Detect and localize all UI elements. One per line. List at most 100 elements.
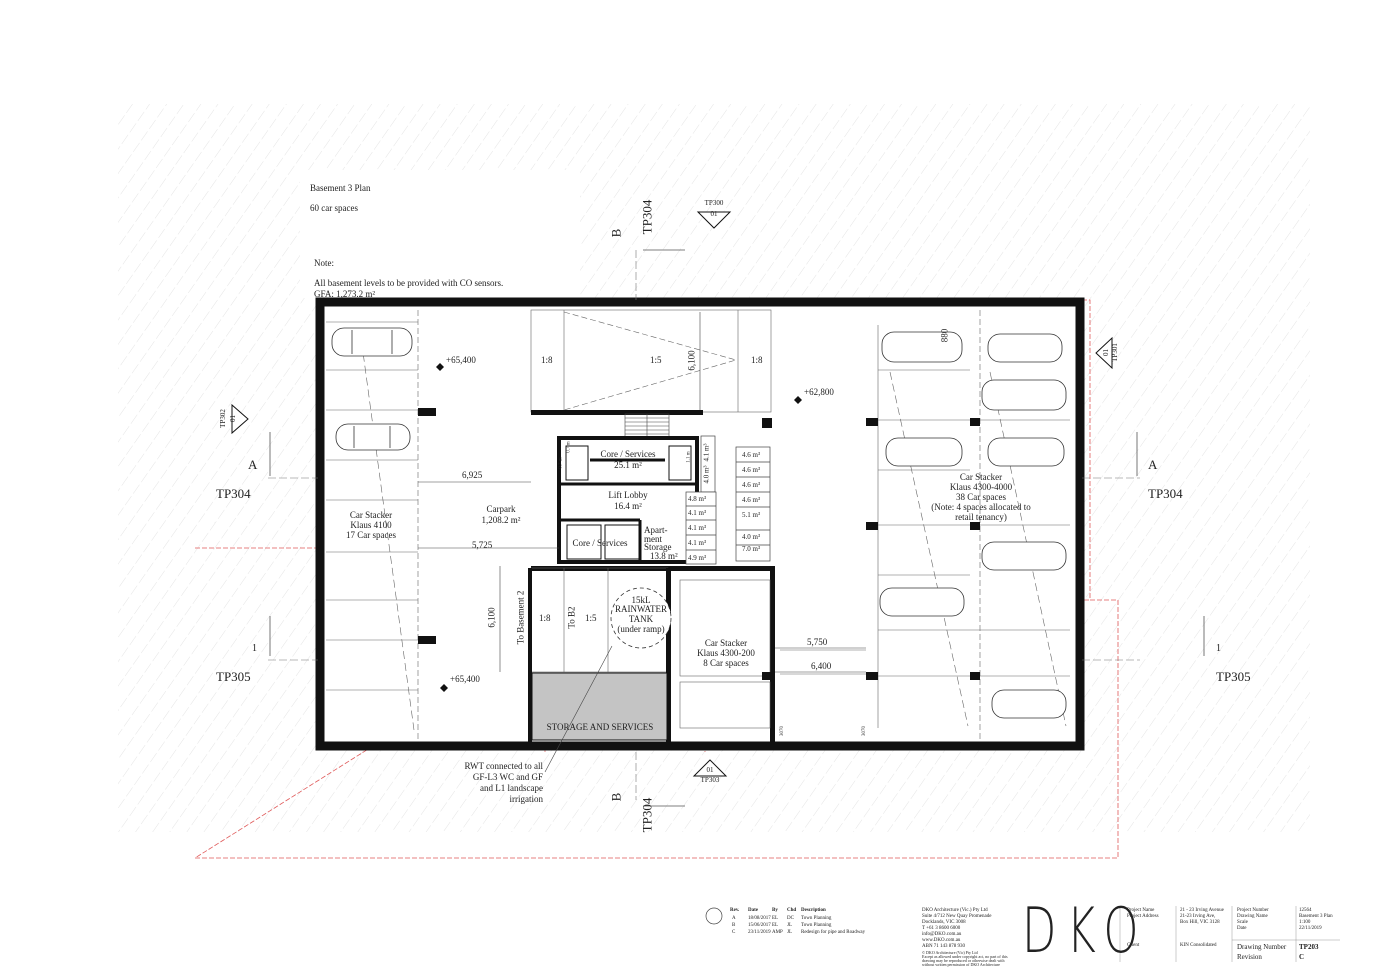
section-b-top-letter: B — [608, 228, 624, 238]
rwt-note-2: GF-L3 WC and GF — [472, 772, 543, 782]
level-2: +62,800 — [804, 387, 834, 397]
mid-stacker-label-1: Car Stacker — [704, 638, 748, 648]
rev-header-date: Date — [748, 908, 758, 913]
marker-tp301 — [1095, 336, 1113, 370]
car-right-5 — [987, 437, 1065, 467]
rev-header-by: By — [772, 908, 778, 913]
room-core-services-bottom: Core / Services — [572, 538, 628, 548]
cage-c3-7: 7.0 m³ — [742, 545, 761, 553]
firm-line-2: Suite 4/712 New Quay Promenade — [922, 914, 992, 919]
section-a-right-letter: A — [1148, 457, 1158, 472]
client-name: KIN Consolidated — [1180, 943, 1217, 948]
cage-c1-1: 4.1 m³ — [702, 443, 711, 462]
room-storage-services: STORAGE AND SERVICES — [546, 722, 654, 732]
left-stacker-label-2: Klaus 4100 — [350, 520, 392, 530]
project-number-label: Project Number — [1237, 908, 1269, 913]
storage-cages — [685, 435, 771, 565]
dim-6100-top: 6,100 — [686, 350, 697, 371]
ramp-grade-5: 1:5 — [585, 613, 597, 623]
section-tp305-left: TP305 — [216, 669, 251, 684]
copyright-1: © DKO Architecture (Vic) Pty Ltd — [922, 950, 978, 955]
marker-tp303 — [692, 759, 728, 777]
tank-label-1: 15kL — [631, 595, 651, 605]
dim-5750: 5,750 — [807, 637, 828, 647]
level-markers — [436, 363, 802, 692]
project-address-label: Project Address — [1127, 914, 1159, 919]
ramp-grade-2: 1:5 — [650, 355, 662, 365]
project-number: 12564 — [1299, 908, 1312, 913]
project-address-1: 21-23 Irving Ave, — [1180, 914, 1216, 919]
storage-services-block — [531, 672, 668, 741]
rev-a-chd: DC — [787, 916, 794, 921]
site-boundary-red — [193, 299, 1119, 859]
dim-5725: 5,725 — [472, 540, 493, 550]
room-apartment-storage-2: ment — [644, 534, 662, 544]
section-lines — [268, 250, 1140, 800]
tank-label-4: (under ramp) — [617, 624, 665, 634]
section-1-left-number: 1 — [252, 643, 257, 654]
dim-07-a: 0.7 m — [558, 457, 564, 469]
drawing-name: Basement 3 Plan — [1299, 914, 1333, 919]
rev-a-rev: A — [732, 916, 736, 921]
rwt-note-1: RWT connected to all — [464, 761, 543, 771]
dim-880: 880 — [939, 328, 950, 343]
drawing-number: TP203 — [1299, 943, 1319, 951]
dimension-lines — [418, 312, 866, 673]
left-stacker-label-3: 17 Car spaces — [346, 530, 396, 540]
copyright-2: Except as allowed under copyright act, n… — [922, 954, 1008, 959]
dim-6100-left: 6,100 — [486, 607, 497, 628]
right-stacker-label-1: Car Stacker — [959, 472, 1003, 482]
section-1-right-number: 1 — [1216, 643, 1221, 654]
section-tp304-top: TP304 — [639, 199, 655, 235]
room-apartment-storage-area: 13.8 m² — [650, 551, 678, 561]
scale-label: Scale — [1237, 920, 1248, 925]
rev-a-desc: Town Planning — [801, 916, 832, 921]
left-car-stacker — [326, 310, 419, 740]
marker-tp301-label: TP301 — [1110, 343, 1119, 362]
rev-c-date: 23/11/2019 — [748, 930, 771, 935]
ramp-to-basement2: To Basement 2 — [515, 590, 526, 645]
copyright-3: drawing may be reproduced or otherwise d… — [922, 958, 1005, 963]
cage-c3-6: 4.0 m³ — [742, 533, 761, 541]
copyright-4: without written permission of DKO Archit… — [922, 962, 1000, 967]
date-label: Date — [1237, 926, 1247, 931]
rainwater-tank — [610, 587, 672, 649]
rev-a-by: EL — [772, 916, 779, 921]
car-right-8 — [991, 689, 1067, 719]
marker-tp300 — [696, 211, 732, 229]
scale-value: 1:100 — [1299, 920, 1311, 925]
marker-tp303-number: 01 — [706, 766, 714, 774]
cage-c2-2: 4.1 m³ — [688, 509, 707, 517]
drawing-name-label: Drawing Name — [1237, 914, 1268, 919]
left-stacker-label-1: Car Stacker — [349, 510, 393, 520]
ramp-to-b2: To B2 — [566, 606, 577, 629]
note-label: Note: — [314, 258, 334, 268]
dim-3070-a: 3070 — [780, 726, 785, 736]
car-spaces-count: 60 car spaces — [310, 203, 358, 213]
dim-11: 1.1 m — [686, 451, 692, 463]
marker-tp302-number: 01 — [229, 415, 237, 422]
car-right-7 — [879, 587, 965, 617]
cage-c3-2: 4.6 m³ — [742, 466, 761, 474]
right-stacker-label-3: 38 Car spaces — [956, 492, 1006, 502]
plan-title: Basement 3 Plan — [310, 183, 371, 193]
date-value: 22/11/2019 — [1299, 926, 1322, 931]
marker-tp300-label: TP300 — [704, 199, 724, 207]
rwt-note-3: and L1 landscape — [480, 783, 543, 793]
section-tp304-left: TP304 — [216, 486, 251, 501]
room-apartment-storage-3: Storage — [644, 542, 672, 552]
revision-label: Revision — [1237, 953, 1262, 961]
room-carpark: Carpark — [486, 504, 516, 514]
marker-tp303-label: TP303 — [700, 776, 720, 784]
car-left-1 — [331, 327, 413, 357]
right-stacker-label-5: retail tenancy) — [955, 512, 1007, 522]
rev-c-rev: C — [732, 930, 736, 935]
section-tp305-right: TP305 — [1216, 669, 1251, 684]
room-carpark-area: 1,208.2 m² — [481, 515, 521, 525]
dim-6925: 6,925 — [462, 470, 483, 480]
rev-b-date: 15/06/2017 — [748, 923, 771, 928]
ramp-grade-4: 1:8 — [539, 613, 551, 623]
middle-car-stacker — [679, 579, 866, 729]
rev-c-by: AMP — [772, 930, 783, 935]
marker-tp302-label: TP302 — [218, 409, 227, 428]
